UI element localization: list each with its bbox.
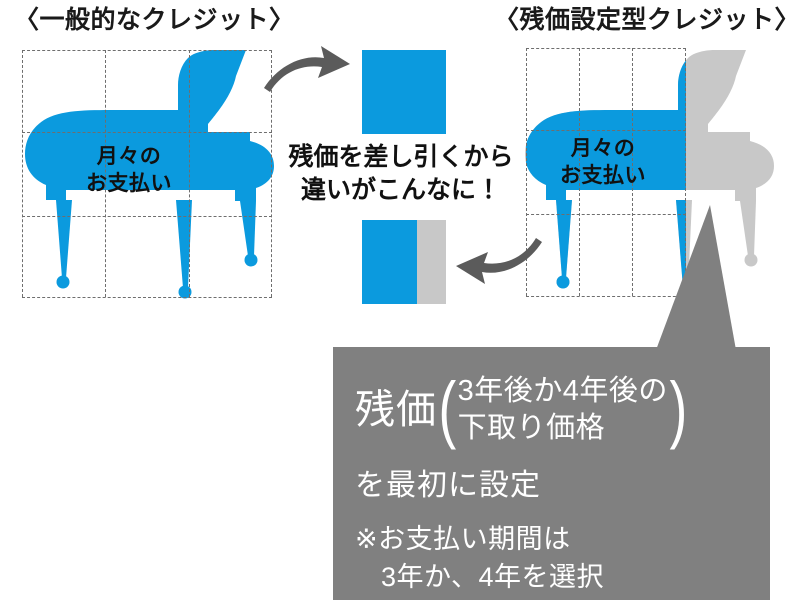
- monthly-payment-label-line2: お支払い: [86, 171, 172, 195]
- grid-line-v: [22, 50, 23, 297]
- callout-note-line1: ※お支払い期間は: [355, 524, 571, 555]
- panel-title-residual-credit: 〈残価設定型クレジット〉: [494, 6, 800, 34]
- callout-paren-line2: 下取り価格: [457, 411, 606, 444]
- callout-zanka-row: 残価 ( 3年後か4年後の 下取り価格 ): [355, 367, 750, 451]
- grid-line-h: [526, 48, 686, 49]
- grid-line-v: [685, 48, 686, 296]
- callout-note: ※お支払い期間は 3年か、4年を選択: [355, 520, 750, 597]
- grid-line-h: [526, 296, 686, 297]
- full-payment-bar: [362, 50, 446, 134]
- bar-segment-residual-value: [416, 220, 446, 304]
- grid-line-h: [526, 130, 686, 131]
- monthly-payment-label-line2: お支払い: [560, 163, 646, 187]
- panel-general-credit: [0, 38, 300, 323]
- monthly-payment-label-line1: 月々の: [570, 137, 636, 160]
- callout-setup-line: を最初に設定: [355, 469, 541, 503]
- bar-segment-monthly-payment: [362, 50, 446, 134]
- monthly-payment-label-line1: 月々の: [96, 145, 162, 168]
- callout-zanka-word: 残価: [355, 387, 437, 432]
- grid-line-h: [22, 297, 272, 298]
- grid-line-v: [271, 50, 272, 297]
- callout-note-line2: 3年か、4年を選択: [381, 562, 604, 593]
- callout-tail: [656, 205, 736, 350]
- grid-line-v: [105, 50, 106, 297]
- residual-value-bar: [362, 220, 446, 304]
- curved-arrow-left-icon: [456, 238, 542, 284]
- grid-line-v: [632, 48, 633, 296]
- grid-line-h: [22, 132, 272, 133]
- bar-segment-monthly-payment: [362, 220, 417, 304]
- curved-arrow-right-icon: [264, 46, 350, 92]
- center-headline-line1: 残価を差し引くから: [288, 143, 514, 171]
- grid-line-v: [579, 48, 580, 296]
- monthly-payment-label-right: 月々の お支払い: [560, 136, 646, 190]
- callout-paren-open: (: [438, 367, 457, 451]
- grid-line-v: [189, 50, 190, 297]
- grid-line-h: [526, 214, 686, 215]
- grand-piano-icon-blue-left: [25, 50, 274, 299]
- grid-line-v: [526, 48, 527, 296]
- center-headline-line2: 違いがこんなに！: [300, 176, 501, 205]
- callout-paren-close: ): [669, 367, 688, 451]
- callout-paren-line1: 3年後か4年後の: [457, 375, 668, 407]
- panel-residual-credit: [500, 38, 800, 328]
- panel-title-general-credit: 〈一般的なクレジット〉: [14, 6, 295, 34]
- residual-value-callout: 残価 ( 3年後か4年後の 下取り価格 ) を最初に設定 ※お支払い期間は 3年…: [333, 347, 770, 600]
- monthly-payment-label-left: 月々の お支払い: [86, 144, 172, 198]
- grid-line-h: [22, 50, 272, 51]
- callout-paren-stack: 3年後か4年後の 下取り価格: [458, 373, 668, 446]
- grid-line-h: [22, 216, 272, 217]
- center-headline: 残価を差し引くから 違いがこんなに！: [276, 141, 526, 208]
